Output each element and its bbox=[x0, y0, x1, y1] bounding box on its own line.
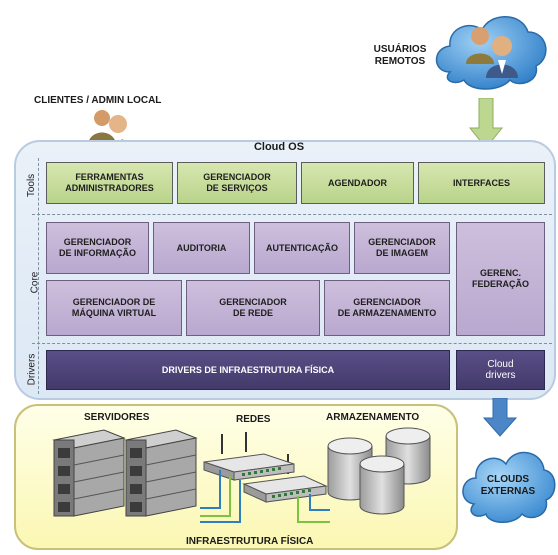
drivers-cloud-line2: drivers bbox=[485, 370, 516, 381]
external-clouds-label-line1: CLOUDS bbox=[486, 474, 530, 485]
tools-interfaces-box: INTERFACES bbox=[418, 162, 545, 204]
cloud-icon bbox=[458, 438, 558, 526]
core-armazenamento-box: GERENCIADOR DE ARMAZENAMENTO bbox=[324, 280, 450, 336]
tools-agendador-box: AGENDADOR bbox=[301, 162, 414, 204]
core-rede-box: GERENCIADOR DE REDE bbox=[186, 280, 320, 336]
core-autenticacao-box: AUTENTICAÇÃO bbox=[254, 222, 350, 274]
external-clouds-label: CLOUDS EXTERNAS bbox=[464, 474, 552, 498]
layer-label-tools: Tools bbox=[26, 173, 38, 198]
server-rack-icon bbox=[50, 426, 200, 530]
network-switch-icon bbox=[190, 430, 330, 530]
infra-armazenamento-label: ARMAZENAMENTO bbox=[326, 412, 420, 423]
core-informacao-box: GERENCIADOR DE INFORMAÇÃO bbox=[46, 222, 149, 274]
layer-label-drivers: Drivers bbox=[26, 353, 38, 386]
drivers-cloud-line1: Cloud bbox=[487, 359, 514, 370]
external-clouds-label-line2: EXTERNAS bbox=[480, 486, 536, 497]
infra-servidores-label: SERVIDORES bbox=[84, 412, 150, 423]
tools-ferramentas-box: FERRAMENTAS ADMINISTRADORES bbox=[46, 162, 173, 204]
layer-divider-core-drivers bbox=[32, 343, 552, 344]
infra-title: INFRAESTRUTURA FÍSICA bbox=[186, 536, 314, 547]
storage-disk-icon bbox=[322, 424, 452, 518]
local-clients-label: CLIENTES / ADMIN LOCAL bbox=[34, 95, 162, 106]
tools-gerenciador-servicos-box: GERENCIADOR DE SERVIÇOS bbox=[177, 162, 297, 204]
infra-redes-label: REDES bbox=[236, 414, 271, 425]
drivers-infra-box: DRIVERS DE INFRAESTRUTURA FÍSICA bbox=[46, 350, 450, 390]
remote-users-label-line2: REMOTOS bbox=[374, 56, 426, 67]
core-maquina-virtual-box: GERENCIADOR DE MÁQUINA VIRTUAL bbox=[46, 280, 182, 336]
remote-users-label: USUÁRIOS REMOTOS bbox=[368, 44, 432, 68]
core-auditoria-box: AUDITORIA bbox=[153, 222, 250, 274]
drivers-cloud-box: Cloud drivers bbox=[456, 350, 545, 390]
layer-divider-vertical bbox=[38, 158, 39, 394]
core-federacao-box: GERENC. FEDERAÇÃO bbox=[456, 222, 545, 336]
cloud-os-title: Cloud OS bbox=[253, 141, 305, 153]
arrow-down-external-icon bbox=[482, 397, 518, 438]
arrow-down-icon bbox=[468, 97, 504, 150]
core-imagem-box: GERENCIADOR DE IMAGEM bbox=[354, 222, 450, 274]
remote-users-cloud-icon bbox=[430, 2, 554, 98]
layer-divider-tools-core bbox=[32, 214, 552, 215]
remote-users-label-line1: USUÁRIOS bbox=[373, 44, 427, 55]
